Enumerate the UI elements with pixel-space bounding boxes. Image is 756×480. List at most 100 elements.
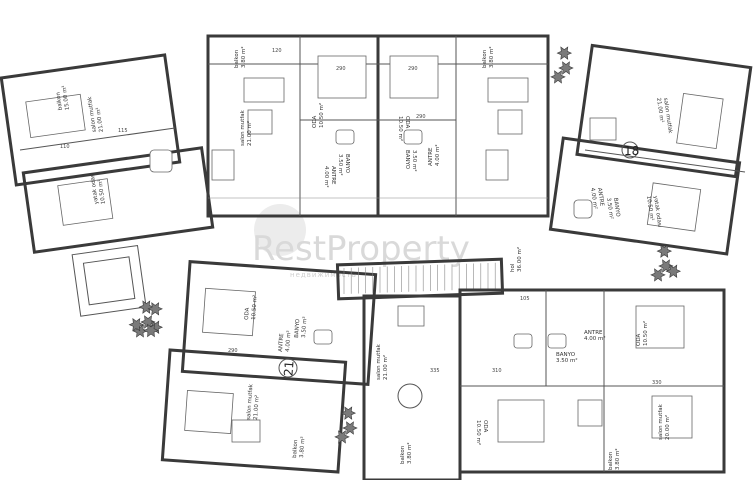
- sofa: [651, 395, 693, 439]
- dining-table: [231, 419, 261, 443]
- room-name: salon mutfak: [662, 97, 673, 134]
- tree-icon: [138, 300, 155, 314]
- room-area: 21.00 m²: [246, 121, 253, 146]
- room-name: salon mutfak: [246, 383, 255, 420]
- dining-table: [397, 305, 425, 327]
- wall-outline: [160, 348, 348, 474]
- room-area: 3.80 m²: [488, 46, 495, 68]
- room-name: salon mutfak: [87, 95, 98, 132]
- bed: [497, 399, 545, 443]
- shaft: [71, 244, 147, 317]
- tree-icon: [128, 317, 145, 332]
- room-name: hol: [510, 263, 516, 272]
- room-name: yatak odası: [90, 172, 100, 205]
- tree-icon: [143, 323, 159, 338]
- watermark-tagline: недвижимость: [290, 271, 357, 279]
- room-area: 10.50 m²: [97, 179, 107, 205]
- room-name: ODA: [312, 116, 318, 128]
- tree-icon: [342, 421, 358, 435]
- room-area: 4.00 m²: [323, 166, 330, 188]
- room-area: 20.00 m²: [664, 415, 671, 440]
- sofa: [184, 390, 234, 434]
- room-name: salon mutfak: [240, 109, 246, 146]
- wing-top-left: balkon 15.00 m² salon mutfak 21.00 m² ya…: [0, 53, 215, 317]
- room-name: ODA: [244, 307, 251, 320]
- room-name: ANTRE: [278, 333, 285, 352]
- dimension-label: 290: [408, 66, 418, 72]
- room-name: balkon: [292, 439, 299, 458]
- unit-number-marker: [278, 358, 298, 378]
- tree-icon: [665, 264, 682, 278]
- bed: [202, 287, 256, 337]
- room-area: 10.50 m²: [397, 116, 404, 141]
- sofa: [487, 77, 529, 103]
- room-area: 3.80 m²: [614, 448, 621, 470]
- coffee-table: [247, 109, 273, 135]
- room-name: ANTRE: [584, 330, 603, 336]
- room-name: ODA: [636, 334, 642, 346]
- bed: [389, 55, 439, 99]
- room-name: yatak odası: [652, 195, 662, 228]
- room-name: balkon: [608, 451, 614, 470]
- wall-outline: [0, 53, 182, 187]
- room-area: 21.00 m²: [252, 395, 261, 420]
- room-area: 3.80 m²: [406, 442, 413, 464]
- room-name: ANTRE: [428, 147, 434, 166]
- tree-icon: [340, 406, 357, 420]
- partition-wall: [584, 149, 746, 173]
- room-name: balkon: [400, 445, 406, 464]
- wall-outline: [458, 288, 726, 474]
- room-name: BANYO: [556, 352, 576, 358]
- wing-bottom-right: balkon 3.80 m² ODA 10.50 m² BANYO 3.50 m…: [400, 288, 726, 474]
- dining-table: [485, 149, 509, 181]
- dimension-label: 290: [416, 114, 426, 120]
- bathroom-fixture: [573, 199, 593, 219]
- room-name: balkon: [482, 49, 488, 68]
- dimension-label: 115: [118, 128, 128, 134]
- dimension-label: 310: [492, 368, 502, 374]
- wall-outline: [21, 146, 215, 254]
- bathroom-fixture: [313, 329, 333, 345]
- tree-icon: [556, 46, 573, 60]
- room-area: 4.00 m²: [284, 330, 292, 352]
- room-name: balkon: [55, 91, 64, 110]
- bed: [635, 305, 685, 349]
- room-name: ODA: [404, 116, 410, 128]
- landscape-trees: [128, 46, 682, 444]
- unit-number: 21: [281, 360, 296, 376]
- unit-number: 18: [624, 144, 639, 158]
- bathroom-fixture: [335, 129, 355, 145]
- room-area: 21.00 m²: [382, 355, 389, 380]
- wing-top-center: balkon 3.80 m² salon mutfak 21.00 m² ODA…: [206, 34, 550, 218]
- dimension-label: 105: [520, 296, 530, 302]
- bed: [57, 178, 114, 226]
- wall-outline: [548, 136, 742, 256]
- partition-wall: [19, 127, 176, 151]
- dining-table: [577, 399, 603, 427]
- room-area: 4.00 m²: [434, 144, 441, 166]
- dimension-label: 290: [336, 66, 346, 72]
- dimension-label: 110: [60, 144, 70, 150]
- room-area: 3.50 m²: [605, 197, 615, 219]
- bed: [646, 182, 702, 232]
- tree-icon: [650, 268, 666, 282]
- dimension-label: 335: [430, 368, 440, 374]
- sofa: [25, 93, 86, 139]
- sofa: [676, 92, 724, 149]
- bathroom-fixture: [403, 129, 423, 145]
- bathroom-fixture: [513, 333, 533, 349]
- room-area: 21.00 m²: [655, 97, 665, 123]
- room-area: 21.00 m²: [95, 107, 105, 133]
- dimension-label: 290: [228, 348, 238, 354]
- round-table: [397, 383, 423, 409]
- room-area: 10.50 m²: [475, 420, 482, 445]
- dimension-label: 120: [272, 48, 282, 54]
- tree-icon: [334, 430, 350, 444]
- room-area: 3.50 m²: [556, 357, 578, 364]
- room-area: 3.80 m²: [298, 436, 306, 458]
- dimension-label: 330: [652, 380, 662, 386]
- sofa: [243, 77, 285, 103]
- stair-treads: [343, 262, 496, 294]
